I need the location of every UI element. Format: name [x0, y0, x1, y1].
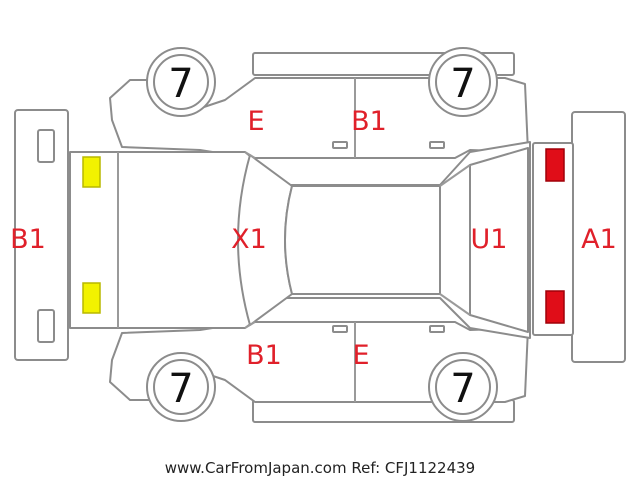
tire-bottom-left: 7 [146, 352, 216, 422]
code-top-front-door: E [247, 106, 264, 137]
rear-door-glass [469, 147, 529, 333]
svg-text:7: 7 [450, 61, 475, 107]
code-front-bumper: B1 [10, 224, 46, 255]
front-bumper [14, 109, 69, 361]
code-hood: X1 [231, 224, 267, 255]
front-lamp-bottom [82, 282, 101, 314]
code-bottom-front-door: B1 [246, 340, 282, 371]
roof [284, 185, 441, 295]
code-bottom-rear-door: E [352, 340, 369, 371]
reference-footer: www.CarFromJapan.com Ref: CFJ1122439 [165, 459, 475, 477]
svg-text:7: 7 [450, 366, 475, 412]
code-top-rear-door: B1 [351, 106, 387, 137]
tire-bottom-right: 7 [428, 352, 498, 422]
code-rear-door-glass: U1 [471, 224, 508, 255]
tire-top-right: 7 [428, 47, 498, 117]
front-lamp-top [82, 156, 101, 188]
tire-top-left: 7 [146, 47, 216, 117]
code-rear-bumper: A1 [581, 224, 617, 255]
rear-lamp-bottom [545, 290, 565, 324]
svg-text:7: 7 [168, 366, 193, 412]
svg-text:7: 7 [168, 61, 193, 107]
rear-lamp-top [545, 148, 565, 182]
